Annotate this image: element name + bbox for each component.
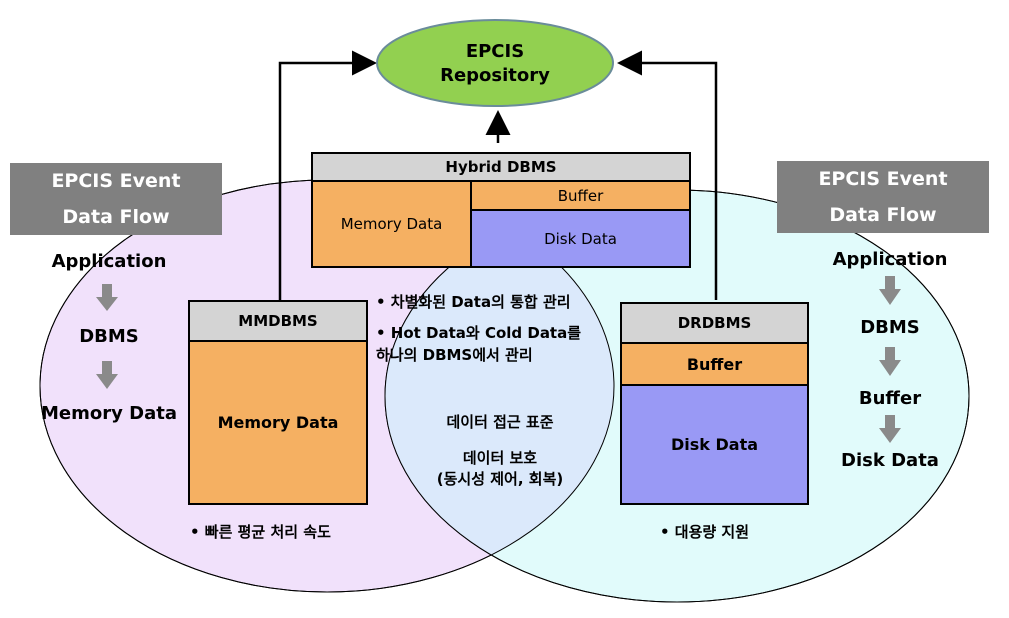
hybrid-dbms-box: Hybrid DBMS Memory Data Buffer Disk Data [311, 152, 691, 268]
left-flow-arrow-2 [96, 361, 118, 389]
right-flow-arrow-3 [879, 415, 901, 443]
drdbms-header: DRDBMS [622, 304, 807, 344]
center-item-2-line2: (동시성 제어, 회복) [436, 470, 564, 488]
left-flow-step-memory-data: Memory Data [41, 403, 177, 424]
hybrid-memory-data: Memory Data [313, 182, 472, 266]
repository-line1: EPCIS [465, 41, 525, 62]
mmdbms-header: MMDBMS [190, 302, 366, 342]
mmdbms-note: • 빠른 평균 처리 속도 [190, 523, 331, 541]
left-flow-step-dbms: DBMS [79, 326, 139, 347]
right-flow-title: EPCIS Event Data Flow [777, 161, 989, 233]
drdbms-note: • 대용량 지원 [660, 523, 750, 541]
drdbms-disk-data: Disk Data [622, 386, 807, 503]
center-bullet-2-line1: • Hot Data와 Cold Data를 [376, 324, 582, 342]
center-item-2-line1: 데이터 보호 [462, 449, 538, 467]
center-bullet-2-line2: 하나의 DBMS에서 관리 [376, 346, 533, 364]
left-flow-title: EPCIS Event Data Flow [10, 163, 222, 235]
drdbms-to-repository-arrow [617, 50, 718, 300]
center-bullet-1: • 차별화된 Data의 통합 관리 [376, 293, 571, 311]
drdbms-box: DRDBMS Buffer Disk Data [620, 302, 809, 505]
right-flow-step-disk-data: Disk Data [841, 450, 939, 471]
mmdbms-box: MMDBMS Memory Data [188, 300, 368, 505]
overlap-region [385, 190, 614, 592]
right-flow-title-line1: EPCIS Event [818, 168, 948, 190]
right-flow-arrow-1 [879, 276, 901, 305]
left-flow-arrow-1 [96, 284, 118, 311]
hybrid-disk-data: Disk Data [472, 211, 689, 266]
mmdbms-memory-data: Memory Data [190, 342, 366, 503]
right-flow-step-buffer: Buffer [858, 388, 922, 409]
hybrid-buffer: Buffer [472, 182, 689, 211]
right-flow-arrow-2 [879, 347, 901, 376]
drdbms-buffer: Buffer [622, 344, 807, 386]
center-item-1: 데이터 접근 표준 [446, 413, 554, 431]
right-flow-step-dbms: DBMS [860, 317, 920, 338]
left-flow-title-line2: Data Flow [62, 206, 170, 228]
right-flow-step-application: Application [832, 249, 948, 270]
hybrid-dbms-header: Hybrid DBMS [313, 154, 689, 182]
left-flow-title-line1: EPCIS Event [51, 170, 181, 192]
right-flow-title-line2: Data Flow [829, 204, 937, 226]
left-flow-step-application: Application [51, 251, 167, 272]
repository-ellipse [376, 19, 614, 107]
mmdbms-to-repository-arrow [278, 50, 377, 300]
repository-line2: Repository [440, 65, 550, 86]
repository-label: EPCIS Repository [395, 38, 595, 90]
